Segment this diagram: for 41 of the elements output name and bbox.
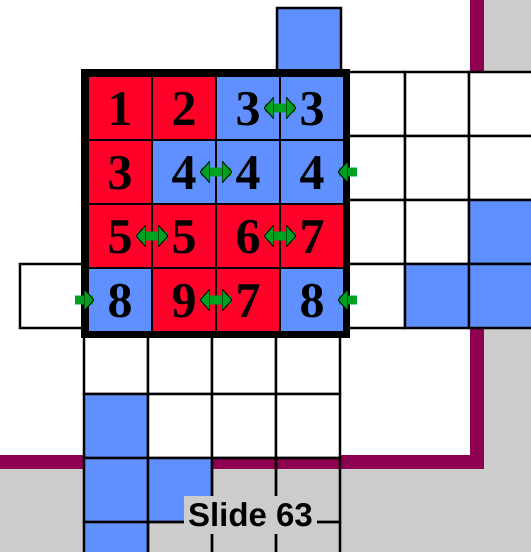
cell-number: 4 [172, 147, 196, 197]
cell-number: 4 [236, 147, 260, 197]
double-arrow [264, 96, 296, 120]
double-arrow [200, 160, 232, 184]
grid-cell [281, 77, 343, 139]
grid-cell [153, 77, 215, 139]
grid-cell [89, 205, 151, 267]
cell-number: 1 [108, 83, 132, 133]
grid-cell [217, 141, 279, 203]
cell-number: 2 [172, 83, 196, 133]
cell-number: 3 [108, 147, 132, 197]
grid-cell [281, 269, 343, 331]
grid-cell [89, 269, 151, 331]
cell-number: 7 [236, 275, 260, 325]
cell-number: 4 [300, 147, 324, 197]
grid-cell [153, 269, 215, 331]
grid-cell [217, 205, 279, 267]
arrow [338, 160, 357, 184]
cell-number: 9 [172, 275, 196, 325]
grid-cell [281, 141, 343, 203]
cell-number: 3 [300, 83, 324, 133]
grid-cell [153, 205, 215, 267]
double-arrow [200, 288, 232, 312]
cell-number: 7 [300, 211, 324, 261]
grid-cell [217, 77, 279, 139]
cell-number: 6 [236, 211, 260, 261]
arrow [75, 288, 94, 312]
cell-number: 5 [172, 211, 196, 261]
cell-number: 8 [108, 275, 132, 325]
grid-cell [89, 141, 151, 203]
slide-number: Slide 63 [184, 496, 317, 534]
arrow [338, 288, 357, 312]
grid-cell [89, 77, 151, 139]
grid-cell [217, 269, 279, 331]
cell-number: 3 [236, 83, 260, 133]
cell-number: 5 [108, 211, 132, 261]
grid-cell [153, 141, 215, 203]
double-arrow [264, 224, 296, 248]
double-arrow [136, 224, 168, 248]
grid-cell [281, 205, 343, 267]
cell-number: 8 [300, 275, 324, 325]
